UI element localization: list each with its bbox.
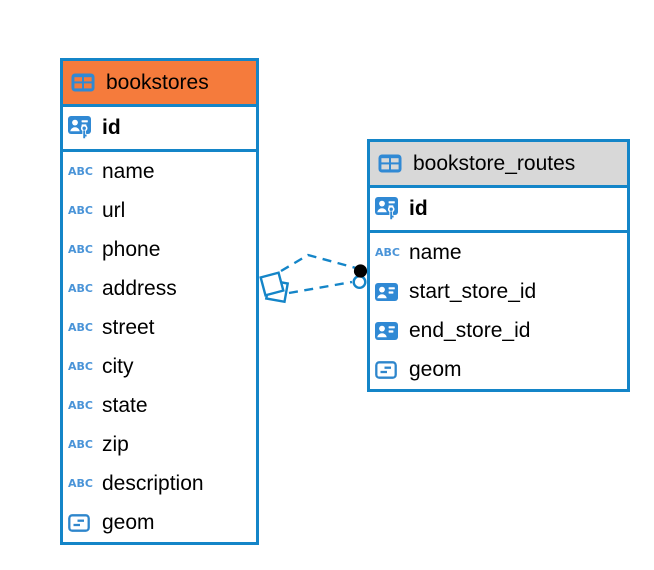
primary-key-icon <box>375 197 401 221</box>
reference-icon <box>375 282 401 301</box>
column-row-end_store_id[interactable]: end_store_id <box>370 311 627 350</box>
column-name: geom <box>409 357 462 381</box>
geometry-icon <box>375 360 401 379</box>
text-icon: ABC <box>68 321 93 334</box>
column-row-state[interactable]: ABC state <box>63 386 256 425</box>
column-row-zip[interactable]: ABC zip <box>63 425 256 464</box>
column-row-url[interactable]: ABC url <box>63 191 256 230</box>
table-icon <box>378 154 404 173</box>
text-icon: ABC <box>68 438 93 451</box>
column-name: name <box>409 240 462 264</box>
column-name: url <box>102 198 126 222</box>
relationship-circle-endpoint[interactable] <box>352 275 367 290</box>
column-name: geom <box>102 510 155 534</box>
column-name: state <box>102 393 148 417</box>
text-icon: ABC <box>68 165 93 178</box>
column-name: street <box>102 315 155 339</box>
relationship-diamond-endpoint[interactable] <box>264 278 290 304</box>
text-icon: ABC <box>68 204 93 217</box>
column-row-address[interactable]: ABC address <box>63 269 256 308</box>
column-name: end_store_id <box>409 318 531 342</box>
relationship-dot-endpoint[interactable] <box>353 264 368 278</box>
column-row-city[interactable]: ABC city <box>63 347 256 386</box>
column-row-street[interactable]: ABC street <box>63 308 256 347</box>
column-name: name <box>102 159 155 183</box>
table-header[interactable]: bookstore_routes <box>370 142 627 188</box>
column-row-description[interactable]: ABC description <box>63 464 256 503</box>
column-row-geom[interactable]: geom <box>63 503 256 542</box>
text-icon: ABC <box>375 246 400 259</box>
column-row-name[interactable]: ABC name <box>370 233 627 272</box>
column-name: id <box>102 116 121 139</box>
reference-icon <box>375 321 401 340</box>
primary-key-icon <box>68 116 94 140</box>
relationship-diamond-endpoint[interactable] <box>259 271 285 297</box>
text-icon: ABC <box>68 360 93 373</box>
relationship-line[interactable] <box>288 280 353 295</box>
column-name: address <box>102 276 177 300</box>
text-icon: ABC <box>68 282 93 295</box>
column-row-geom[interactable]: geom <box>370 350 627 389</box>
column-name: phone <box>102 237 161 261</box>
column-name: zip <box>102 432 129 456</box>
text-icon: ABC <box>68 399 93 412</box>
text-icon: ABC <box>68 477 93 490</box>
table-title: bookstore_routes <box>413 151 576 175</box>
geometry-icon <box>68 513 94 532</box>
column-row-id[interactable]: id <box>63 107 256 152</box>
table-icon <box>71 73 97 92</box>
column-name: city <box>102 354 134 378</box>
table-title: bookstores <box>106 70 209 94</box>
column-name: id <box>409 197 428 220</box>
relationship-line[interactable] <box>280 253 357 273</box>
text-icon: ABC <box>68 243 93 256</box>
column-name: start_store_id <box>409 279 537 303</box>
column-row-name[interactable]: ABC name <box>63 152 256 191</box>
column-row-start_store_id[interactable]: start_store_id <box>370 272 627 311</box>
table-header[interactable]: bookstores <box>63 61 256 107</box>
column-row-id[interactable]: id <box>370 188 627 233</box>
column-row-phone[interactable]: ABC phone <box>63 230 256 269</box>
column-name: description <box>102 471 204 495</box>
